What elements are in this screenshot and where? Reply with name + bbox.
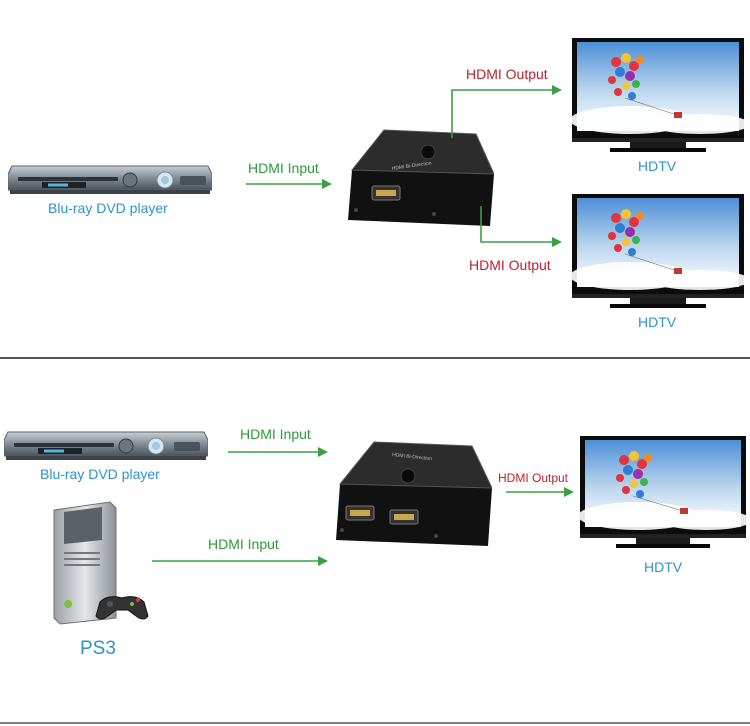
- hdtv-icon-top-1: [570, 36, 746, 154]
- bottom-source-label-2: PS3: [80, 638, 116, 660]
- top-output-label-1: HDMI Output: [466, 66, 548, 82]
- bottom-source-label-1: Blu-ray DVD player: [40, 466, 160, 482]
- top-tv-label-2: HDTV: [638, 314, 676, 330]
- bluray-player-icon: [8, 160, 212, 196]
- bottom-input-label-1: HDMI Input: [240, 426, 311, 442]
- bottom-input-label-2: HDMI Input: [208, 536, 279, 552]
- bluray-player-icon-bottom: [4, 428, 208, 462]
- hdtv-icon-top-2: [570, 192, 746, 310]
- hdmi-splitter-icon: HDMI Bi-Direction: [344, 126, 494, 236]
- top-source-label: Blu-ray DVD player: [48, 200, 168, 216]
- bottom-tv-label: HDTV: [644, 559, 682, 575]
- top-input-label: HDMI Input: [248, 160, 319, 176]
- bottom-output-label: HDMI Output: [498, 471, 568, 485]
- top-output-label-2: HDMI Output: [469, 257, 551, 273]
- hdmi-switch-icon: HDMI Bi-Direction: [332, 438, 492, 556]
- top-tv-label-1: HDTV: [638, 158, 676, 174]
- hdtv-icon-bottom: [578, 434, 748, 550]
- game-console-icon: [40, 500, 150, 628]
